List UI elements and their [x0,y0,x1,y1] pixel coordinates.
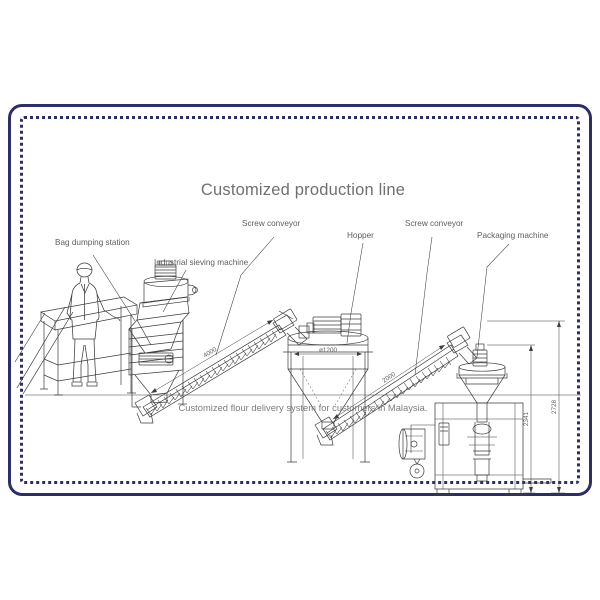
dimension-machine-height: 2341 [523,411,530,426]
callout-packaging-machine: Packaging machine [477,231,549,240]
diagram-frame-dotted-border [20,116,580,484]
diagram-stage: Customized production line [11,107,595,499]
callout-screw-conveyor-1: Screw conveyor [242,219,301,228]
callout-bag-dumping-station: Bag dumping station [55,238,130,247]
callout-hopper: Hopper [347,231,374,240]
production-line-drawing: ø1200 4000 2000 2341 2728 [14,236,581,496]
diagram-frame: Customized production line [8,104,592,496]
callout-industrial-sieving-machine: Industrial sieving machine [154,258,249,267]
diagram-caption: Customized flour delivery system for cus… [178,402,428,413]
page-title: Customized production line [200,181,406,199]
callout-screw-conveyor-2: Screw conveyor [405,219,464,228]
dimension-overall-height: 2728 [551,399,558,414]
dimension-hopper-diameter: ø1200 [319,347,338,354]
dimension-conveyor-2-length: 2000 [381,371,397,385]
